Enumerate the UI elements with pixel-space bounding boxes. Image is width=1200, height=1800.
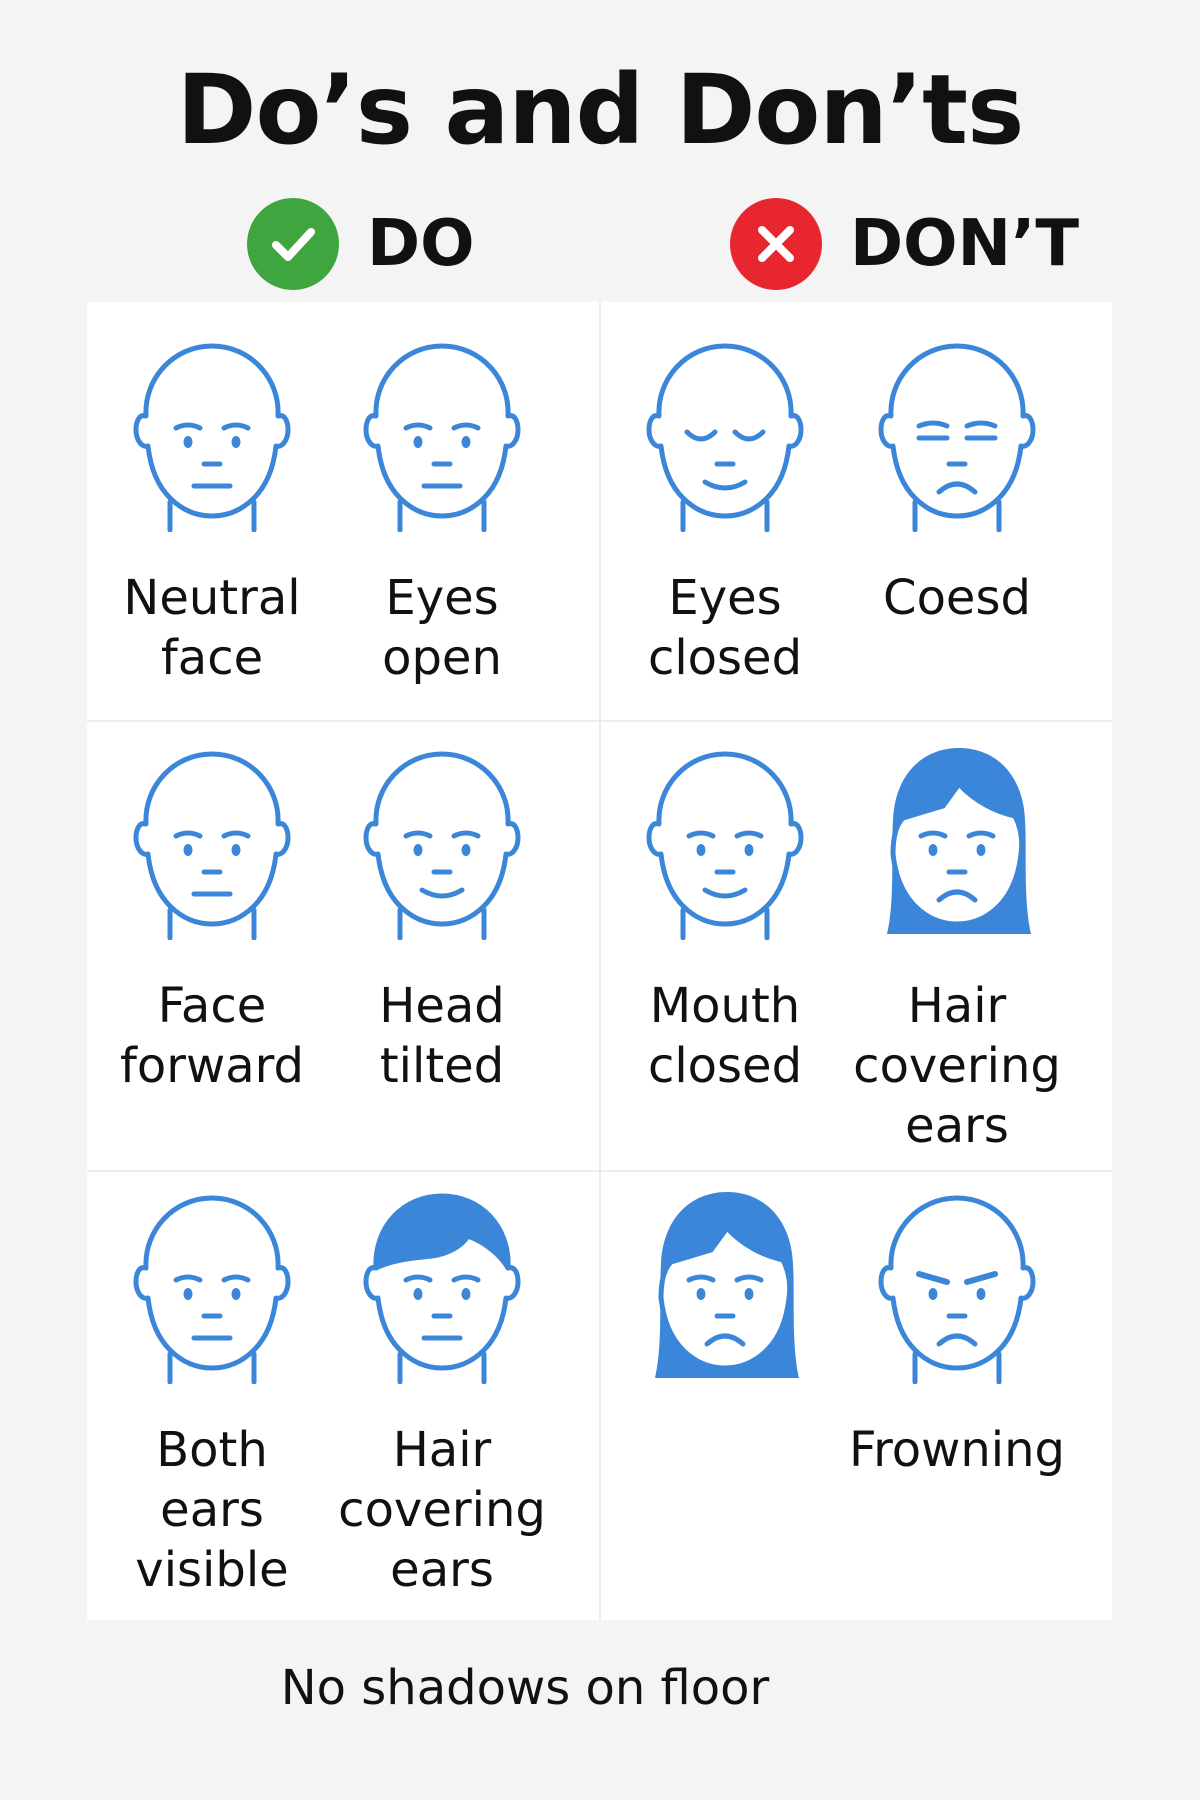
example-cell bbox=[600, 1184, 850, 1584]
do-label: DO bbox=[367, 207, 475, 281]
do-header: DO bbox=[247, 198, 475, 290]
row-divider bbox=[87, 720, 1112, 722]
closed-eyes-smile-face-icon bbox=[635, 332, 815, 532]
cross-icon bbox=[730, 198, 822, 290]
example-label: Eyes closed bbox=[647, 570, 803, 686]
check-icon bbox=[247, 198, 339, 290]
neutral-face-icon bbox=[122, 1184, 302, 1384]
example-cell: Frowning bbox=[832, 1184, 1082, 1584]
example-cell: Eyes open bbox=[317, 332, 567, 732]
example-label: Eyes open bbox=[382, 570, 502, 686]
angry-frown-face-icon bbox=[867, 1184, 1047, 1384]
example-cell: Mouth closed bbox=[600, 740, 850, 1140]
example-cell: Coesd bbox=[832, 332, 1082, 732]
example-label: Head tilted bbox=[379, 978, 505, 1094]
example-label: Hair covering ears bbox=[853, 978, 1061, 1154]
page-title: Do’s and Don’ts bbox=[176, 54, 1024, 166]
example-label: Both ears visible bbox=[135, 1422, 289, 1598]
example-cell: Neutral face bbox=[87, 332, 337, 732]
dont-header: DON’T bbox=[730, 198, 1079, 290]
dont-label: DON’T bbox=[850, 207, 1080, 281]
example-cell: Eyes closed bbox=[600, 332, 850, 732]
example-label: Mouth closed bbox=[647, 978, 803, 1094]
example-cell: Hair covering ears bbox=[832, 740, 1082, 1154]
smiling-face-icon bbox=[635, 740, 815, 940]
example-label: Face forward bbox=[119, 978, 305, 1094]
example-cell: Hair covering ears bbox=[317, 1184, 567, 1598]
closed-eyes-frown-face-icon bbox=[867, 332, 1047, 532]
example-cell: Both ears visible bbox=[87, 1184, 337, 1598]
examples-panel: Neutral face Eyes open Eyes closed Coesd… bbox=[87, 302, 1112, 1620]
example-label: Hair covering ears bbox=[338, 1422, 546, 1598]
smiling-face-icon bbox=[352, 740, 532, 940]
example-label: Neutral face bbox=[123, 570, 301, 686]
example-label: Coesd bbox=[883, 570, 1031, 626]
neutral-face-icon bbox=[352, 332, 532, 532]
neutral-face-icon bbox=[122, 332, 302, 532]
example-label: Frowning bbox=[848, 1422, 1066, 1478]
neutral-face-icon bbox=[122, 740, 302, 940]
example-cell: Head tilted bbox=[317, 740, 567, 1140]
row-divider bbox=[87, 1170, 1112, 1172]
column-divider bbox=[599, 302, 601, 1620]
long-hair-frown-face-icon bbox=[867, 740, 1047, 940]
footer-note: No shadows on floor bbox=[280, 1660, 770, 1716]
long-hair-frown-face-icon bbox=[635, 1184, 815, 1384]
example-cell: Face forward bbox=[87, 740, 337, 1140]
short-hair-face-icon bbox=[352, 1184, 532, 1384]
